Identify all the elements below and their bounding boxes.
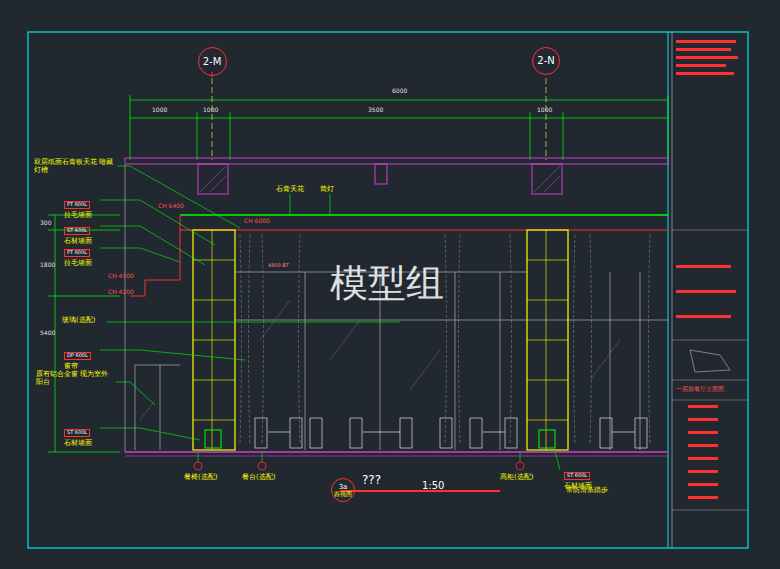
view-bubble: 3a西视图 [331, 478, 355, 502]
material-tag: PT 600L 拉毛墙面 [64, 191, 92, 219]
material-note: 玻璃(选配) [62, 316, 95, 324]
tag-code: ST 600L [564, 472, 590, 480]
grid-bubble: 2-M [198, 47, 227, 76]
dimension: 3500 [368, 107, 383, 114]
tag-code: ST 600L [64, 227, 90, 235]
watermark: 模型组 [330, 262, 444, 306]
material-tag: PT 600L 拉毛墙面 [64, 239, 92, 267]
tag-code: PT 600L [64, 249, 90, 257]
tag-code: 3a [339, 483, 348, 491]
dimension: 1800 [40, 262, 55, 269]
material-tag: ST 600L 石材墙面 [64, 217, 92, 245]
dimension: 1000 [537, 107, 552, 114]
tag-code: 2-M [203, 56, 222, 68]
tag-text: 石材墙面 [564, 482, 592, 490]
tag-code: 2-N [537, 55, 554, 67]
tag-text: 石材墙面 [64, 439, 92, 447]
ceiling-height: CH 6400 [158, 203, 184, 210]
view-title: ??? [362, 474, 381, 488]
dimension: 300 [40, 220, 51, 227]
dimension: 1000 [152, 107, 167, 114]
material-tag: ST 600L 石材墙面 [64, 419, 92, 447]
tag-text: 窗帘 [64, 362, 91, 370]
tag-text: 石材墙面 [64, 237, 92, 245]
grid-bubble: 2-N [532, 47, 560, 75]
material-tag: ST 600L 石材墙面 [564, 462, 592, 490]
scale: 1:50 [422, 480, 444, 492]
dimension: 5400 [40, 330, 55, 337]
drawing-name: 一层西餐厅立面图 [676, 386, 724, 393]
tag-code: DP 600L [64, 352, 91, 360]
dimension: 6000 [392, 88, 407, 95]
tag-code: ST 600L [64, 429, 90, 437]
furniture-note: 餐台(选配) [242, 473, 275, 481]
furniture-note: 高柜(选配) [500, 473, 533, 481]
tag-text: 拉毛墙面 [64, 259, 92, 267]
tag-text: 西视图 [334, 491, 352, 498]
furniture-note: 餐椅(选配) [184, 473, 217, 481]
material-note: 原有铝合金窗 现为室外阳台 [36, 370, 114, 386]
material-note: 双层纸面石膏板天花 暗藏灯槽 [34, 158, 116, 174]
ceiling-height: CH 4200 [108, 289, 134, 296]
material-note: 石膏天花 [276, 185, 304, 193]
height-mark: 4800 BT [268, 263, 289, 269]
material-tag: DP 600L 窗帘 [64, 342, 91, 370]
ceiling-height: CH 6000 [244, 218, 270, 225]
tag-text: 拉毛墙面 [64, 211, 92, 219]
dimension: 1000 [203, 107, 218, 114]
ceiling-height: CH 4500 [108, 273, 134, 280]
material-note: 筒灯 [320, 185, 334, 193]
tag-code: PT 600L [64, 201, 90, 209]
